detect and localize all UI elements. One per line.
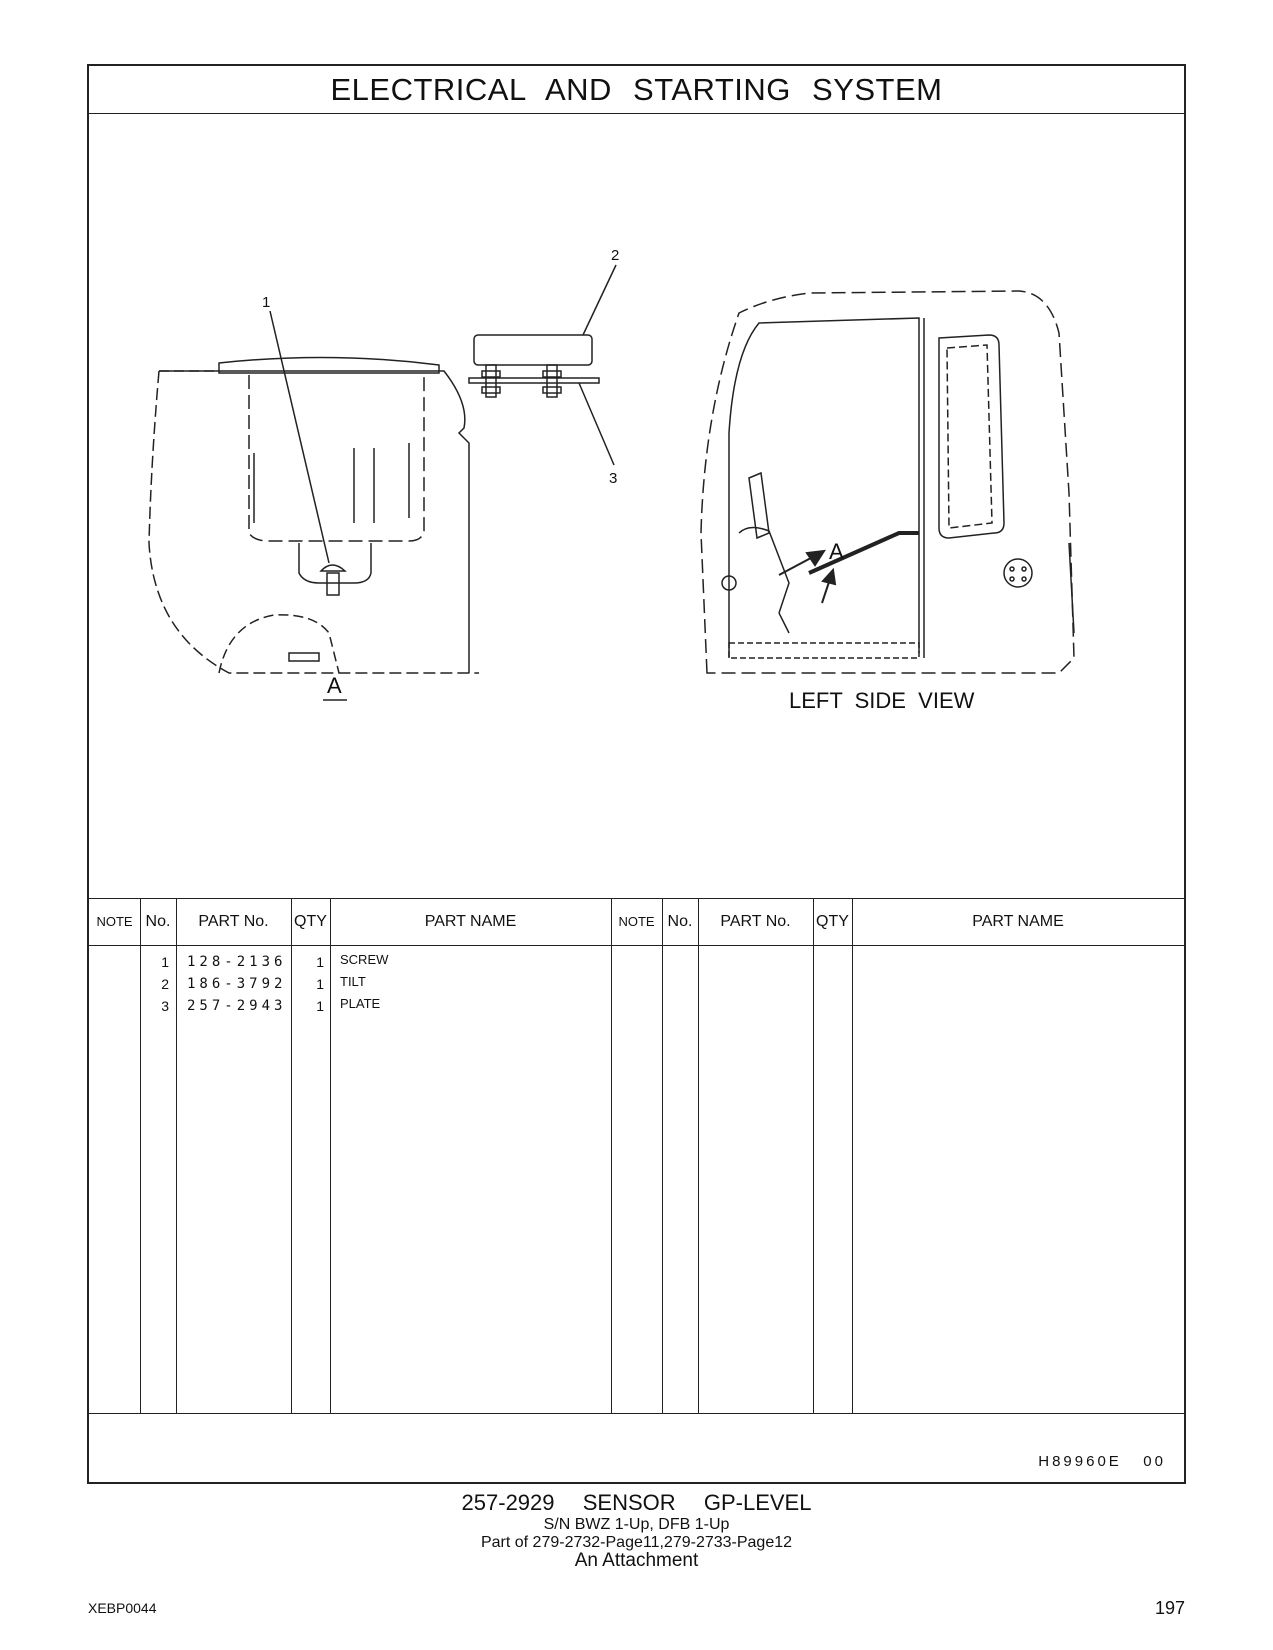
illustration-drawing: 1 2 3 A A LEFT SIDE VIEW [148,247,1075,713]
parts-illustration: 1 2 3 A A LEFT SIDE VIEW [89,113,1184,903]
row-3-part-name: PLATE [340,996,381,1011]
row-2-no: 2 [161,976,169,992]
part-of-reference: Part of 279-2732-Page11,279-2733-Page12 [480,1534,793,1551]
page-title-bar: ELECTRICAL AND STARTING SYSTEM [89,66,1184,114]
row-3-part-no: 257-2943 [187,998,287,1014]
parts-page-frame: ELECTRICAL AND STARTING SYSTEM [87,64,1186,1484]
row-2-part-name: TILT [340,974,366,989]
header-no: No. [145,913,171,930]
row-2-qty: 1 [316,976,324,992]
row-3-qty: 1 [316,998,324,1014]
row-2-part-no: 186-3792 [187,976,287,992]
header-part-no: PART No. [198,913,269,930]
row-1-qty: 1 [316,954,324,970]
page-title: ELECTRICAL AND STARTING SYSTEM [330,72,943,107]
header-qty: QTY [294,913,327,930]
header-part-name-2: PART NAME [972,913,1064,930]
view-label-left-side: LEFT SIDE VIEW [789,688,975,713]
header-part-name: PART NAME [424,913,517,930]
illustration-reference: H89960E 00 [1038,1453,1166,1470]
page-number: 197 [1154,1598,1185,1618]
header-no-2: No. [667,913,693,930]
header-part-no-2: PART No. [720,913,791,930]
header-note: NOTE [96,914,133,929]
parts-table: NOTE No. PART No. QTY PART NAME NOTE No.… [89,898,1184,1414]
document-id: XEBP0044 [88,1600,157,1616]
callout-3: 3 [609,470,617,487]
serial-range: S/N BWZ 1-Up, DFB 1-Up [543,1516,730,1533]
attachment-note: An Attachment [574,1550,699,1571]
header-qty-2: QTY [816,913,849,930]
header-note-2: NOTE [618,914,655,929]
view-label-a: A [327,673,342,698]
callout-1: 1 [262,294,270,311]
group-title: 257-2929 SENSOR GP-LEVEL [461,1490,812,1515]
arrow-label-a: A [829,539,844,564]
row-1-no: 1 [161,954,169,970]
callout-2: 2 [611,247,619,264]
row-1-part-name: SCREW [340,952,389,967]
row-1-part-no: 128-2136 [187,954,287,970]
row-3-no: 3 [161,998,169,1014]
